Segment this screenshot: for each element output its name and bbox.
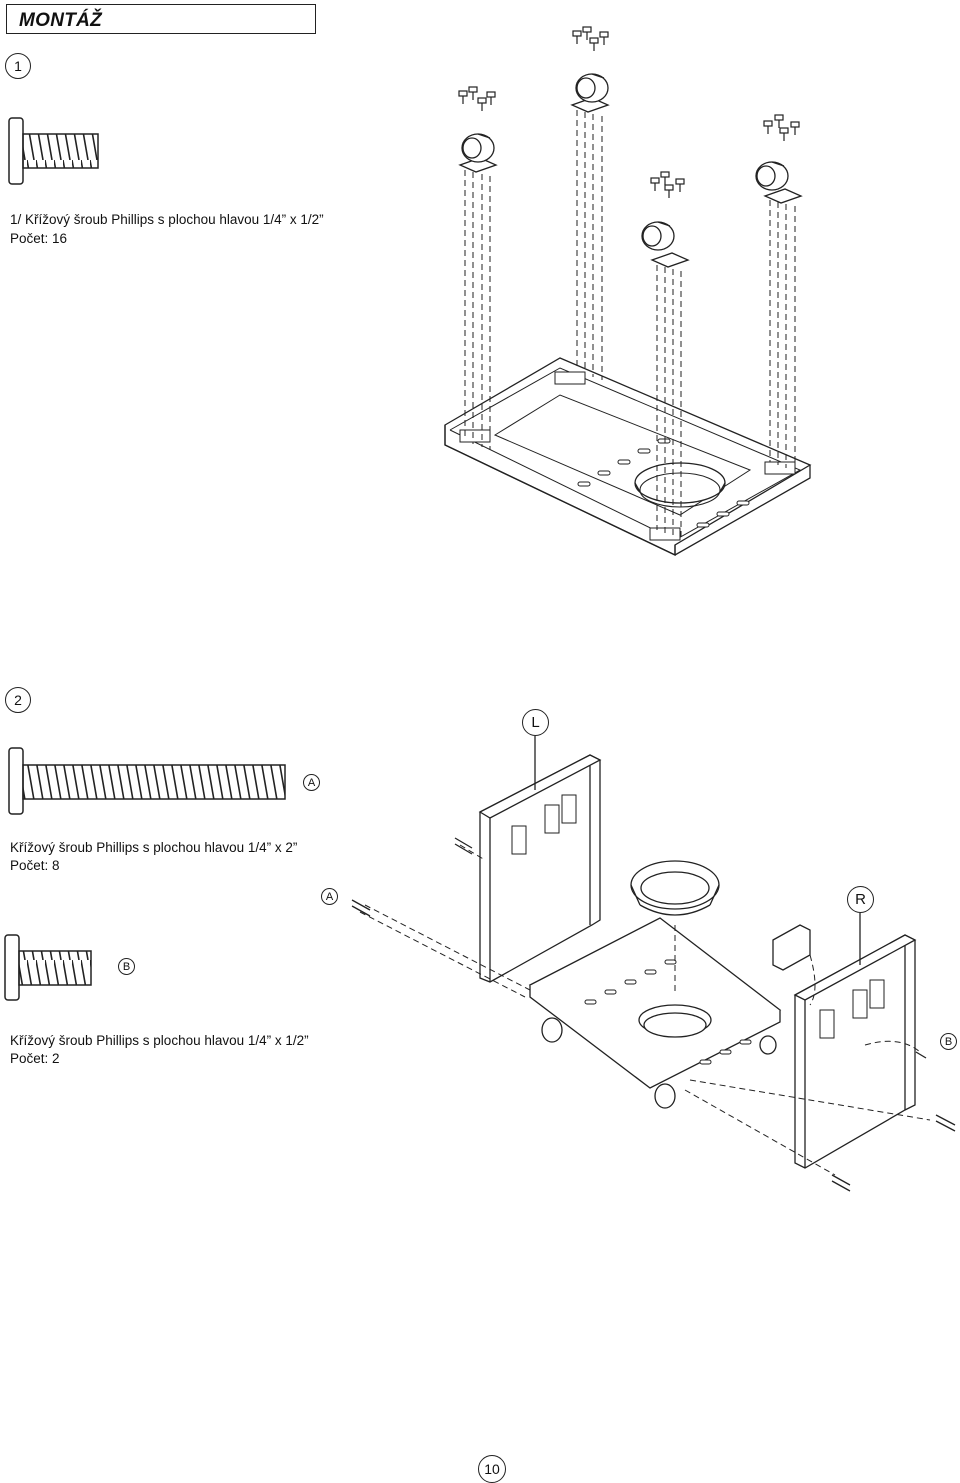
cart-assembly-drawing xyxy=(351,736,956,1192)
page-number: 10 xyxy=(478,1455,506,1483)
callout-a-screw: A xyxy=(303,774,320,791)
callout-b-assembly: B xyxy=(940,1033,957,1050)
screw-b-count: Počet: 2 xyxy=(10,1051,60,1066)
screw-1-icon xyxy=(8,117,99,185)
step-1-number: 1 xyxy=(5,53,31,79)
title-box: MONTÁŽ xyxy=(6,4,316,34)
small-screw-icon xyxy=(458,26,800,198)
screw-a-caption: Křížový šroub Phillips s plochou hlavou … xyxy=(10,840,298,855)
base-frame-drawing xyxy=(444,110,812,557)
screw-a-icon xyxy=(8,747,286,815)
step-1-count: Počet: 16 xyxy=(10,231,68,246)
caster-wheel-icon xyxy=(458,73,803,268)
screw-b-caption: Křížový šroub Phillips s plochou hlavou … xyxy=(10,1033,309,1048)
screw-a-count: Počet: 8 xyxy=(10,858,60,873)
screw-b-icon xyxy=(4,934,92,1001)
step-2-number: 2 xyxy=(5,687,31,713)
step-1-screw-caption: 1/ Křížový šroub Phillips s plochou hlav… xyxy=(10,212,324,227)
page-title: MONTÁŽ xyxy=(19,10,103,31)
callout-l: L xyxy=(522,709,549,736)
callout-r: R xyxy=(847,886,874,913)
callout-b-screw: B xyxy=(118,958,135,975)
callout-a-assembly: A xyxy=(321,888,338,905)
